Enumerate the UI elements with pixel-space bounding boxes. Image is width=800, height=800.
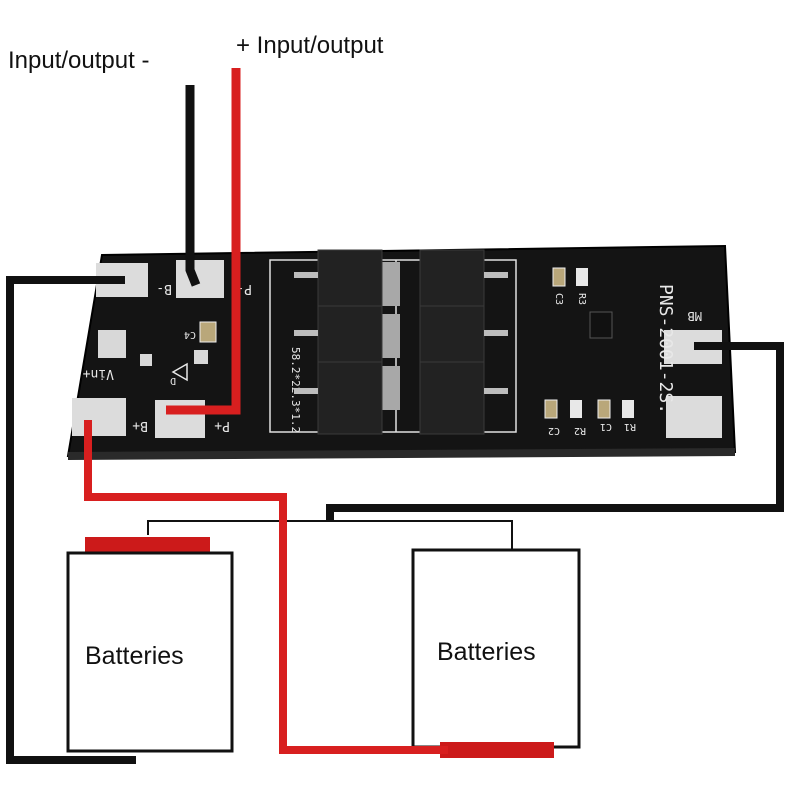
pcb-board: B- P- Vin+ B+ P+ MB C4 D 58.2*22.3*1.2 [66,244,737,460]
battery-right-cap [440,742,554,758]
wire-b-plus [84,420,448,754]
mosfet-array [269,249,517,435]
battery-left: Batteries [66,537,234,753]
wire-b-minus [6,276,136,764]
component-c4 [199,321,217,343]
label-c3: C3 [553,293,564,305]
battery-left-body [66,551,234,753]
mosfet [317,361,383,435]
mosfet [317,249,383,307]
component-r1 [622,400,634,418]
pad-vin-plus-label: Vin+ [83,366,114,381]
mosfet-frame [269,259,517,433]
diode-symbol-icon [171,362,188,382]
label-r1: R1 [624,421,636,432]
label-c1: C1 [600,421,612,432]
battery-left-label: Batteries [85,642,184,670]
mosfet-tab [382,262,400,306]
mosfet [419,305,485,363]
component-c2 [544,399,558,419]
mosfet-leads [294,330,318,336]
pad-vin-plus [98,330,126,358]
pad-p-minus [176,260,224,298]
pad-b-plus-label: B+ [132,418,148,433]
pcb-edge [68,448,735,460]
ic-chip [589,311,613,339]
mosfet [419,361,485,435]
label-c4: C4 [184,329,196,340]
input-output-minus-label: Input/output - [8,47,149,74]
mosfet-leads [484,388,508,394]
component-d [194,350,208,364]
component-r2 [570,400,582,418]
pad-p-plus-label: P+ [214,418,230,433]
component-c3 [552,267,566,287]
pad-b-plus [72,398,126,436]
pad-b-minus-label: B- [156,281,172,296]
label-d: D [170,375,176,386]
pcb-model-label: PNS-2001-2S. [655,284,676,414]
battery-right: Batteries [411,548,581,758]
wire-output-minus [185,85,201,287]
input-output-plus-label: + Input/output [236,32,384,59]
pad-mb-label: MB [688,309,702,323]
label-c2: C2 [548,425,560,436]
mosfet-leads [294,388,318,394]
mosfet-leads [294,272,318,278]
component-c1 [597,399,611,419]
component-r3 [576,268,588,286]
label-r3: R3 [576,293,587,305]
mosfet-leads [484,330,508,336]
label-r2: R2 [574,425,586,436]
mosfet-tab [382,314,400,358]
wire-output-plus [166,68,241,415]
mosfet [419,249,485,307]
mosfet-leads [484,272,508,278]
wire-mb [326,342,784,521]
pad-right-lower [666,396,722,438]
mosfet [317,305,383,363]
mosfet-tab [382,366,400,410]
battery-right-label: Batteries [437,638,536,666]
battery-left-cap [85,537,210,555]
small-pad [140,354,152,366]
